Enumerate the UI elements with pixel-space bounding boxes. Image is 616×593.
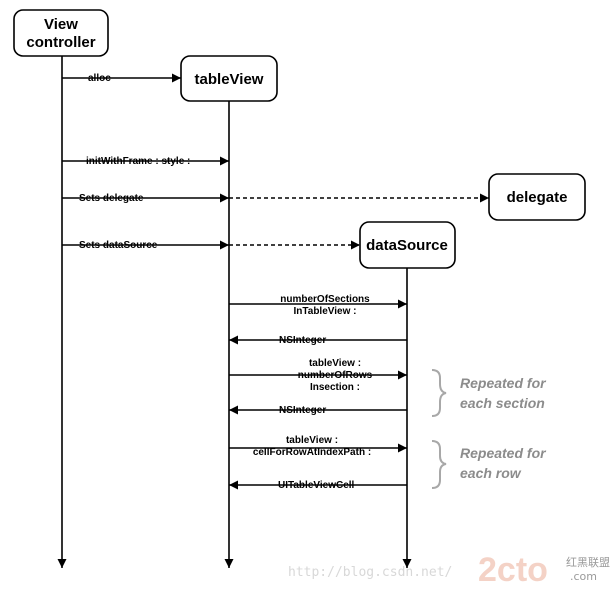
- repeated-section-note-line1: Repeated for: [460, 375, 547, 391]
- number-of-rows-label-line2: numberOfRows: [298, 370, 373, 381]
- view-controller-label-line1: View: [44, 16, 78, 33]
- watermark-logo-suffix: .com: [570, 570, 597, 583]
- watermark-url: http://blog.csdn.net/: [288, 565, 452, 580]
- table-view-box: tableView: [180, 55, 278, 102]
- table-view-label: tableView: [195, 71, 264, 88]
- data-source-box: dataSource: [359, 221, 456, 269]
- alloc-label: alloc: [88, 73, 111, 84]
- watermark-chinese: 红黑联盟: [566, 556, 610, 569]
- repeated-row-note-line2: each row: [460, 465, 522, 481]
- number-of-sections-label-line1: numberOfSections: [280, 294, 370, 305]
- cell-for-row-label-line1: tableView :: [286, 435, 338, 446]
- init-with-frame-label: initWithFrame : style :: [86, 156, 190, 167]
- repeated-row-brace: [431, 440, 447, 489]
- view-controller-box: View controller: [13, 9, 109, 57]
- sets-delegate-label: Sets delegate: [79, 193, 144, 204]
- watermark-logo: 2cto: [478, 551, 548, 589]
- nsinteger-label-1: NSInteger: [279, 335, 326, 346]
- cell-for-row-label-line2: cellForRowAtIndexPath :: [253, 447, 371, 458]
- repeated-section-brace: [431, 369, 447, 417]
- delegate-label: delegate: [507, 189, 568, 206]
- repeated-row-note-line1: Repeated for: [460, 445, 547, 461]
- data-source-label: dataSource: [366, 237, 448, 254]
- delegate-box: delegate: [488, 173, 586, 221]
- number-of-sections-label-line2: InTableView :: [294, 306, 357, 317]
- number-of-rows-label-line3: Insection :: [310, 382, 360, 393]
- sets-data-source-label: Sets dataSource: [79, 240, 158, 251]
- nsinteger-label-2: NSInteger: [279, 405, 326, 416]
- view-controller-label-line2: controller: [26, 34, 95, 51]
- repeated-section-note-line2: each section: [460, 395, 545, 411]
- number-of-rows-label-line1: tableView :: [309, 358, 361, 369]
- uitableviewcell-label: UITableViewCell: [278, 480, 355, 491]
